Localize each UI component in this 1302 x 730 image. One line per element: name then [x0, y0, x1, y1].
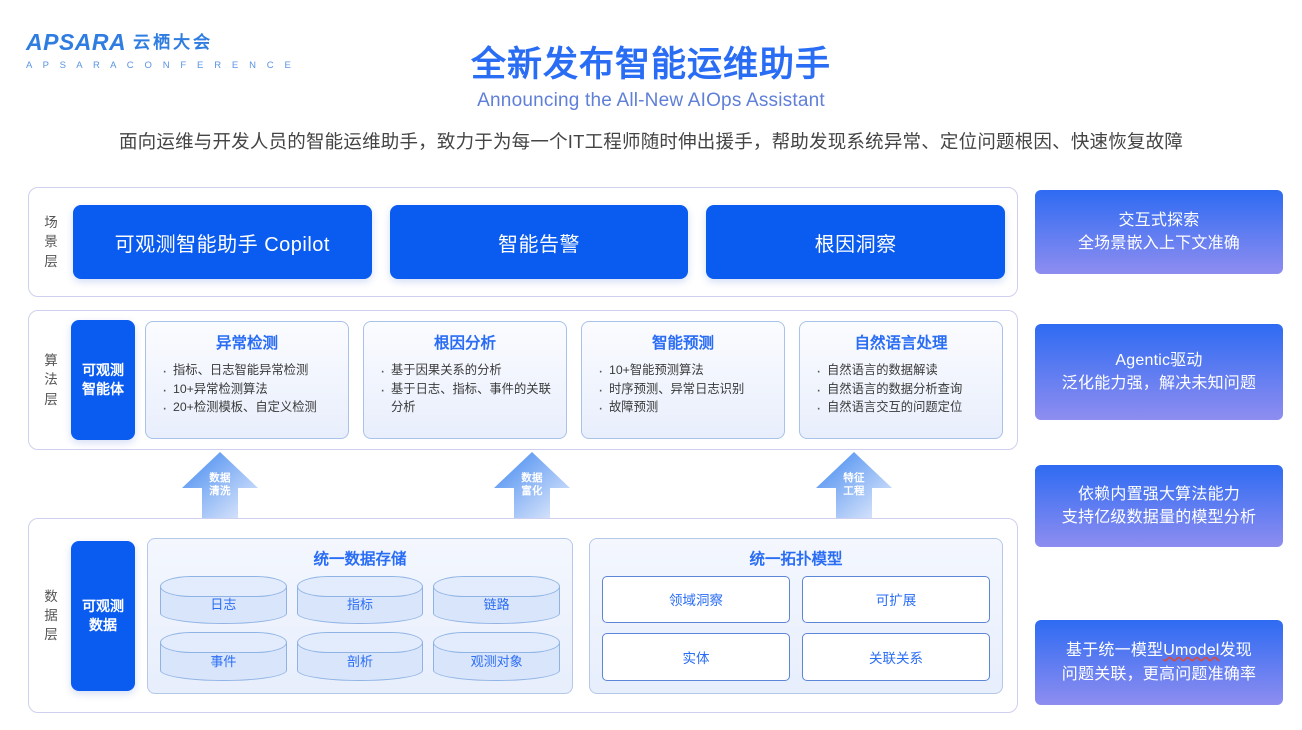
cylinder-label: 观测对象: [470, 653, 523, 669]
algorithm-card-root-cause-analysis[interactable]: 根因分析 基于因果关系的分析 基于日志、指标、事件的关联分析: [363, 321, 567, 439]
panel-title: 统一数据存储: [313, 550, 407, 568]
arrow-up-icon: [182, 452, 258, 518]
cylinder-observed-objects[interactable]: 观测对象: [433, 632, 560, 681]
list-item: 指标、日志智能异常检测: [160, 360, 338, 384]
logo-conference-text: A P S A R A C O N F E R E N C E: [26, 60, 295, 72]
feature-line1: 交互式探索: [1118, 211, 1200, 229]
list-item: 20+检测模板、自定义检测: [160, 397, 338, 421]
feature-text: 基于统一模型Umodel发现 问题关联，更高问题准确率: [1062, 639, 1256, 686]
cylinder-label: 链路: [483, 597, 510, 613]
feature-panel-umodel: 基于统一模型Umodel发现 问题关联，更高问题准确率: [1035, 620, 1283, 705]
topo-box-domain-insight[interactable]: 领域洞察: [602, 575, 790, 623]
apsara-logo: APSARA 云栖大会 A P S A R A C O N F E R E N C…: [26, 29, 295, 72]
algorithm-card-intelligent-prediction[interactable]: 智能预测 10+智能预测算法 时序预测、异常日志识别 故障预测: [581, 321, 785, 439]
page-title: 全新发布智能运维助手: [470, 45, 831, 84]
list-item: 基于日志、指标、事件的关联分析: [378, 379, 556, 417]
feature-line1: 依赖内置强大算法能力: [1077, 485, 1240, 503]
feature-line2: 泛化能力强，解决未知问题: [1061, 375, 1257, 392]
page-title-en: Announcing the All-New AIOps Assistant: [477, 90, 825, 111]
spellcheck-underline: Umodel: [1163, 642, 1220, 660]
scenario-button-alerting[interactable]: 智能告警: [389, 205, 689, 279]
feature-panel-interactive-exploration: 交互式探索 全场景嵌入上下文准确: [1035, 190, 1283, 274]
feature-text: Agentic驱动 泛化能力强，解决未知问题: [1062, 349, 1256, 396]
arrow-label-line2: 清洗: [209, 484, 231, 497]
feature-line2: 全场景嵌入上下文准确: [1077, 235, 1240, 252]
list-item: 基于因果关系的分析: [378, 360, 556, 384]
algorithm-card-group: 异常检测 指标、日志智能异常检测 10+异常检测算法 20+检测模板、自定义检测…: [145, 321, 1017, 439]
topology-box-grid: 领域洞察 可扩展 实体 关联关系: [602, 575, 990, 681]
logo-cn-text: 云栖大会: [133, 33, 214, 52]
card-bullet-list: 基于因果关系的分析 基于日志、指标、事件的关联分析: [374, 360, 556, 417]
feature-line1: Agentic驱动: [1115, 351, 1203, 369]
feature-text: 交互式探索 全场景嵌入上下文准确: [1078, 209, 1240, 256]
cylinder-traces[interactable]: 链路: [433, 575, 560, 624]
arrow-label-line1: 特征: [843, 472, 865, 484]
panel-title: 统一拓扑模型: [749, 550, 843, 568]
unified-data-storage-panel: 统一数据存储 日志 指标 链路 事件 剖析 观测对象: [147, 537, 573, 694]
feature-line2: 问题关联，更高问题准确率: [1061, 665, 1257, 683]
list-item: 10+异常检测算法: [160, 379, 338, 403]
arrow-label-line1: 数据: [209, 472, 231, 484]
algorithm-card-nlp[interactable]: 自然语言处理 自然语言的数据解读 自然语言的数据分析查询 自然语言交互的问题定位: [799, 321, 1003, 439]
scenario-button-copilot[interactable]: 可观测智能助手 Copilot: [73, 205, 372, 279]
list-item: 10+智能预测算法: [596, 360, 774, 384]
cylinder-label: 剖析: [346, 653, 373, 669]
data-layer-label: 数据层: [44, 588, 58, 643]
scenario-layer: 场景层 可观测智能助手 Copilot 智能告警 根因洞察: [28, 187, 1018, 297]
up-arrow-data-cleaning: 数据 清洗: [182, 452, 258, 518]
feature-line1: 基于统一模型Umodel发现: [1066, 642, 1252, 660]
card-bullet-list: 指标、日志智能异常检测 10+异常检测算法 20+检测模板、自定义检测: [156, 360, 338, 421]
unified-topology-model-panel: 统一拓扑模型 领域洞察 可扩展 实体 关联关系: [589, 537, 1003, 694]
observability-data-box[interactable]: 可观测数据: [71, 540, 135, 691]
arrow-up-icon: [816, 452, 892, 518]
arrow-label: 数据 清洗: [182, 472, 258, 498]
observability-agent-box[interactable]: 可观测智能体: [71, 320, 135, 440]
cylinder-label: 事件: [210, 653, 237, 669]
card-title: 智能预测: [651, 335, 714, 352]
feature-panel-agentic-driven: Agentic驱动 泛化能力强，解决未知问题: [1035, 324, 1283, 420]
data-panel-group: 统一数据存储 日志 指标 链路 事件 剖析 观测对象 统一拓扑模型 领域洞察 可…: [147, 537, 1017, 694]
logo-en-text: APSARA: [26, 29, 127, 55]
arrow-label: 特征 工程: [816, 472, 892, 498]
arrow-label-line2: 工程: [843, 484, 865, 497]
storage-cylinder-grid: 日志 指标 链路 事件 剖析 观测对象: [160, 575, 560, 681]
cylinder-metrics[interactable]: 指标: [296, 575, 424, 624]
cylinder-label: 指标: [346, 597, 373, 613]
list-item: 自然语言的数据分析查询: [814, 379, 992, 403]
scenario-layer-label: 场景层: [44, 215, 58, 269]
up-arrow-data-enrichment: 数据 富化: [494, 452, 570, 518]
arrow-up-icon: [494, 452, 570, 518]
card-bullet-list: 自然语言的数据解读 自然语言的数据分析查询 自然语言交互的问题定位: [810, 360, 992, 421]
list-item: 自然语言的数据解读: [814, 360, 992, 384]
algorithm-card-anomaly-detection[interactable]: 异常检测 指标、日志智能异常检测 10+异常检测算法 20+检测模板、自定义检测: [145, 321, 349, 439]
scenario-button-group: 可观测智能助手 Copilot 智能告警 根因洞察: [69, 205, 1017, 279]
feature-line2: 支持亿级数据量的模型分析: [1061, 509, 1257, 526]
data-layer: 数据层 可观测数据 统一数据存储 日志 指标 链路 事件 剖析 观测对象 统一拓…: [28, 518, 1018, 713]
card-title: 异常检测: [215, 335, 278, 352]
topo-box-extensible[interactable]: 可扩展: [802, 575, 990, 623]
up-arrow-feature-engineering: 特征 工程: [816, 452, 892, 518]
arrow-label: 数据 富化: [494, 472, 570, 498]
topo-box-entity[interactable]: 实体: [602, 633, 790, 681]
cylinder-profiling[interactable]: 剖析: [296, 632, 424, 681]
card-title: 根因分析: [433, 335, 496, 352]
cylinder-events[interactable]: 事件: [160, 632, 287, 681]
cylinder-label: 日志: [210, 597, 237, 613]
scenario-button-root-cause[interactable]: 根因洞察: [706, 205, 1006, 279]
feature-text: 依赖内置强大算法能力 支持亿级数据量的模型分析: [1062, 483, 1256, 530]
arrow-label-line1: 数据: [521, 472, 543, 484]
feature-panel-builtin-algorithms: 依赖内置强大算法能力 支持亿级数据量的模型分析: [1035, 465, 1283, 547]
list-item: 故障预测: [596, 397, 774, 421]
list-item: 时序预测、异常日志识别: [596, 379, 774, 403]
cylinder-logs[interactable]: 日志: [160, 575, 287, 624]
card-bullet-list: 10+智能预测算法 时序预测、异常日志识别 故障预测: [592, 360, 774, 421]
topo-box-relationship[interactable]: 关联关系: [802, 633, 990, 681]
logo-primary-text: APSARA 云栖大会: [26, 29, 226, 55]
arrow-label-line2: 富化: [521, 484, 543, 497]
algorithm-layer-label: 算法层: [44, 353, 58, 407]
card-title: 自然语言处理: [854, 335, 948, 352]
list-item: 自然语言交互的问题定位: [814, 397, 992, 421]
page-description: 面向运维与开发人员的智能运维助手，致力于为每一个IT工程师随时伸出援手，帮助发现…: [118, 131, 1184, 152]
